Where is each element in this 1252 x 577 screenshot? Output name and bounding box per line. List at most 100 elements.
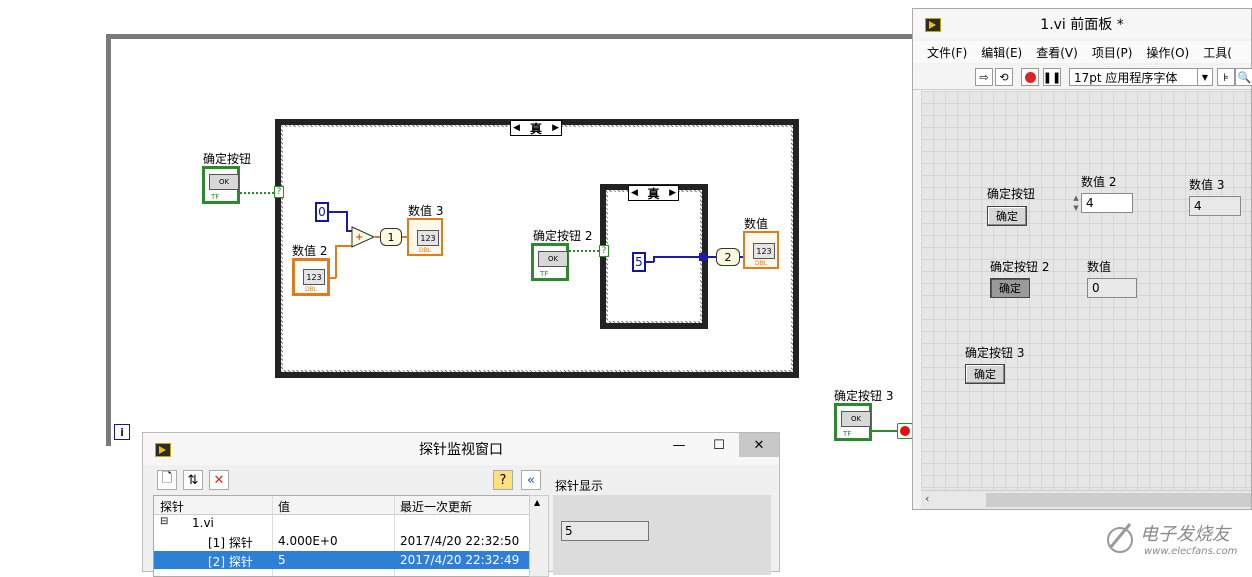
col-probe[interactable]: 探针 [160, 500, 185, 514]
new-probe-icon[interactable]: 🗋 [157, 470, 177, 490]
add-function-node[interactable]: + [351, 226, 375, 248]
minimize-icon[interactable]: — [672, 437, 686, 453]
probe-window-title: 探针监视窗口 [419, 442, 503, 458]
loop-stop-terminal[interactable] [897, 423, 913, 439]
while-loop-structure[interactable] [106, 34, 936, 446]
outer-case-selector[interactable]: ◀ 真 ▶ [510, 120, 562, 136]
help-icon[interactable]: ? [493, 470, 513, 490]
front-panel-window[interactable]: 1.vi 前面板 * 文件(F) 编辑(E) 查看(V) 项目(P) 操作(O)… [912, 8, 1252, 510]
front-panel-title: 1.vi 前面板 * [1040, 17, 1124, 33]
fp-confirm-button[interactable]: 确定 [987, 206, 1027, 226]
output-tunnel[interactable] [699, 253, 707, 261]
arrange-probes-icon[interactable]: ⇅ [183, 470, 203, 490]
close-icon[interactable]: ✕ [739, 433, 779, 457]
fp-confirm-button-label: 确定按钮 [987, 187, 1036, 201]
value2-spinner[interactable]: ▲▼ [1073, 194, 1079, 212]
confirm-button3-terminal[interactable]: OK TF [834, 403, 872, 441]
run-continuously-icon[interactable]: ⟲ [995, 68, 1013, 86]
watermark-brand: 电子发烧友 [1140, 524, 1230, 545]
confirm-button-terminal[interactable]: OK TF [202, 166, 240, 204]
probe-window-icon [155, 443, 171, 457]
fp-confirm-button2[interactable]: 确定 [990, 278, 1030, 298]
boolean-wire[interactable] [240, 192, 274, 194]
col-last-update[interactable]: 最近一次更新 [400, 500, 473, 514]
table-row-selected[interactable]: [2] 探针 5 2017/4/20 22:32:49 [154, 551, 530, 569]
outer-case-terminal[interactable]: ? [274, 186, 284, 198]
inner-selector-right-arrow-icon[interactable]: ▶ [669, 188, 676, 198]
plus-icon: + [355, 232, 363, 243]
col-value[interactable]: 值 [278, 500, 291, 514]
menu-file[interactable]: 文件(F) [927, 45, 968, 60]
font-selector[interactable]: 17pt 应用程序字体 ▼ [1069, 68, 1213, 86]
collapse-panel-icon[interactable]: « [521, 470, 541, 490]
fp-value-label: 数值 [1087, 260, 1112, 274]
watermark-logo: 电子发烧友 www.elecfans.com [1100, 514, 1250, 566]
probe-window-titlebar[interactable]: 探针监视窗口 — ☐ ✕ [143, 433, 779, 465]
maximize-icon[interactable]: ☐ [713, 437, 725, 453]
iteration-terminal: i [114, 424, 130, 440]
inner-case-selector[interactable]: ◀ 真 ▶ [628, 185, 679, 201]
run-arrow-icon[interactable]: ⇨ [975, 68, 993, 86]
scroll-left-icon[interactable]: ‹ [925, 492, 930, 505]
constant-five[interactable]: 5 [632, 252, 646, 272]
probe-watch-window[interactable]: 探针监视窗口 — ☐ ✕ 🗋 ⇅ ✕ ? « 探针 值 最近一次更新 ⊟ 1.v… [142, 432, 780, 577]
front-panel-canvas[interactable]: 确定按钮 确定 数值 2 ▲▼ 4 数值 3 4 确定按钮 2 确定 数值 0 … [921, 91, 1251, 491]
probe-display-value: 5 [561, 521, 649, 541]
front-panel-horizontal-scrollbar[interactable]: ‹ [921, 490, 1251, 509]
value-indicator-terminal[interactable]: 123 DBL [743, 231, 779, 269]
confirm-button3-terminal-label: 确定按钮 3 [834, 389, 894, 403]
value-terminal-label: 数值 [744, 217, 769, 231]
value3-terminal-label: 数值 3 [408, 204, 444, 218]
probe-display-panel: 5 [553, 495, 771, 575]
constant-zero[interactable]: 0 [315, 202, 329, 222]
tf-type-tag: TF [211, 193, 220, 201]
watermark-url: www.elecfans.com [1144, 546, 1238, 557]
selector-left-arrow-icon[interactable]: ◀ [513, 123, 520, 133]
fp-value-indicator: 0 [1087, 278, 1137, 298]
confirm-button2-terminal[interactable]: OK TF [531, 243, 569, 281]
scroll-up-icon[interactable]: ▲ [534, 498, 541, 507]
labview-vi-icon [925, 18, 941, 32]
probe-table[interactable]: 探针 值 最近一次更新 ⊟ 1.vi [1] 探针 4.000E+0 2017/… [153, 495, 531, 577]
probe-table-scrollbar[interactable]: ▲ [529, 495, 549, 577]
watermark-mark-icon [1107, 523, 1133, 553]
fp-value3-label: 数值 3 [1189, 178, 1225, 192]
fp-value3-indicator: 4 [1189, 196, 1241, 216]
inner-case-terminal[interactable]: ? [599, 245, 609, 257]
delete-probe-icon[interactable]: ✕ [209, 470, 229, 490]
probe-group-label[interactable]: 1.vi [192, 516, 214, 530]
boolean-wire-2[interactable] [569, 250, 599, 252]
menu-edit[interactable]: 编辑(E) [981, 45, 1023, 60]
selector-right-arrow-icon[interactable]: ▶ [552, 123, 559, 133]
menu-project[interactable]: 项目(P) [1091, 45, 1133, 60]
value2-control-terminal[interactable]: 123 DBL [292, 258, 330, 296]
scroll-thumb[interactable] [986, 493, 1251, 507]
confirm-button2-terminal-label: 确定按钮 2 [533, 229, 593, 243]
menu-operate[interactable]: 操作(O) [1146, 45, 1190, 60]
chevron-down-icon[interactable]: ▼ [1197, 69, 1212, 85]
align-objects-icon[interactable]: ⊧ [1217, 68, 1235, 86]
value2-terminal-label: 数值 2 [292, 244, 328, 258]
search-icon[interactable]: 🔍 [1235, 68, 1252, 86]
probe-display-label: 探针显示 [555, 479, 604, 493]
stop-wire[interactable] [872, 430, 897, 432]
pause-icon[interactable]: ❚❚ [1043, 68, 1061, 86]
fp-confirm-button3[interactable]: 确定 [965, 364, 1005, 384]
ok-button-glyph: OK [209, 174, 239, 190]
abort-icon[interactable] [1021, 68, 1039, 86]
probe-tag-2[interactable]: 2 [716, 248, 740, 266]
fp-value2-label: 数值 2 [1081, 175, 1117, 189]
probe-tag-1[interactable]: 1 [380, 228, 402, 246]
value3-indicator-terminal[interactable]: 123 DBL [407, 218, 443, 256]
inner-selector-left-arrow-icon[interactable]: ◀ [631, 188, 638, 198]
fp-value2-control[interactable]: 4 [1081, 193, 1133, 213]
confirm-button-terminal-label: 确定按钮 [203, 152, 252, 166]
probe-table-header: 探针 值 最近一次更新 [154, 496, 530, 515]
fp-confirm-button2-label: 确定按钮 2 [990, 260, 1050, 274]
front-panel-menubar: 文件(F) 编辑(E) 查看(V) 项目(P) 操作(O) 工具( [913, 41, 1251, 63]
front-panel-toolbar: ⇨ ⟲ ❚❚ 17pt 应用程序字体 ▼ ⊧ 🔍 [913, 65, 1252, 90]
menu-view[interactable]: 查看(V) [1036, 45, 1078, 60]
menu-tools[interactable]: 工具( [1203, 45, 1232, 60]
collapse-group-icon[interactable]: ⊟ [160, 516, 169, 527]
front-panel-titlebar[interactable]: 1.vi 前面板 * [913, 9, 1251, 39]
